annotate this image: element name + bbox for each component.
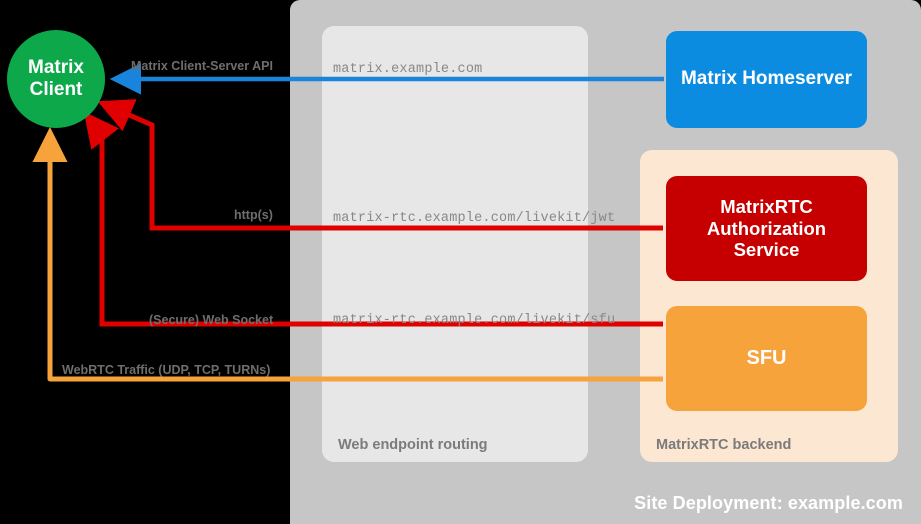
endpoint-url-sfu: matrix-rtc.example.com/livekit/sfu [333,313,616,328]
node-auth-line1: MatrixRTC [720,195,813,217]
node-matrix-client-line2: Client [29,79,83,100]
site-deployment-label: Site Deployment: example.com [634,493,903,513]
node-matrixrtc-authorization-service[interactable]: MatrixRTC Authorization Service [666,176,867,281]
node-sfu[interactable]: SFU [666,306,867,411]
node-matrix-homeserver-label: Matrix Homeserver [680,68,853,90]
edge-label-https: http(s) [234,208,273,222]
node-matrix-homeserver[interactable]: Matrix Homeserver [666,31,867,128]
web-endpoint-routing-panel [322,26,588,462]
node-matrix-client-line1: Matrix [28,56,84,78]
node-matrix-client[interactable]: Matrix Client [7,30,105,128]
edge-label-websocket: (Secure) Web Socket [149,313,274,327]
edge-websocket-line [83,111,663,327]
edge-label-webrtc: WebRTC Traffic (UDP, TCP, TURNs) [62,363,271,377]
endpoint-url-jwt: matrix-rtc.example.com/livekit/jwt [333,211,616,226]
edge-label-cs-api: Matrix Client-Server API [131,59,273,73]
edge-https-line [97,99,663,231]
matrixrtc-backend-label: MatrixRTC backend [656,437,792,453]
edge-webrtc-line [32,126,663,382]
web-endpoint-routing-label: Web endpoint routing [338,437,488,453]
node-auth-line3: Service [733,239,800,261]
node-sfu-label: SFU [746,346,787,369]
node-auth-line2: Authorization [706,217,827,239]
endpoint-url-matrix: matrix.example.com [333,62,483,77]
